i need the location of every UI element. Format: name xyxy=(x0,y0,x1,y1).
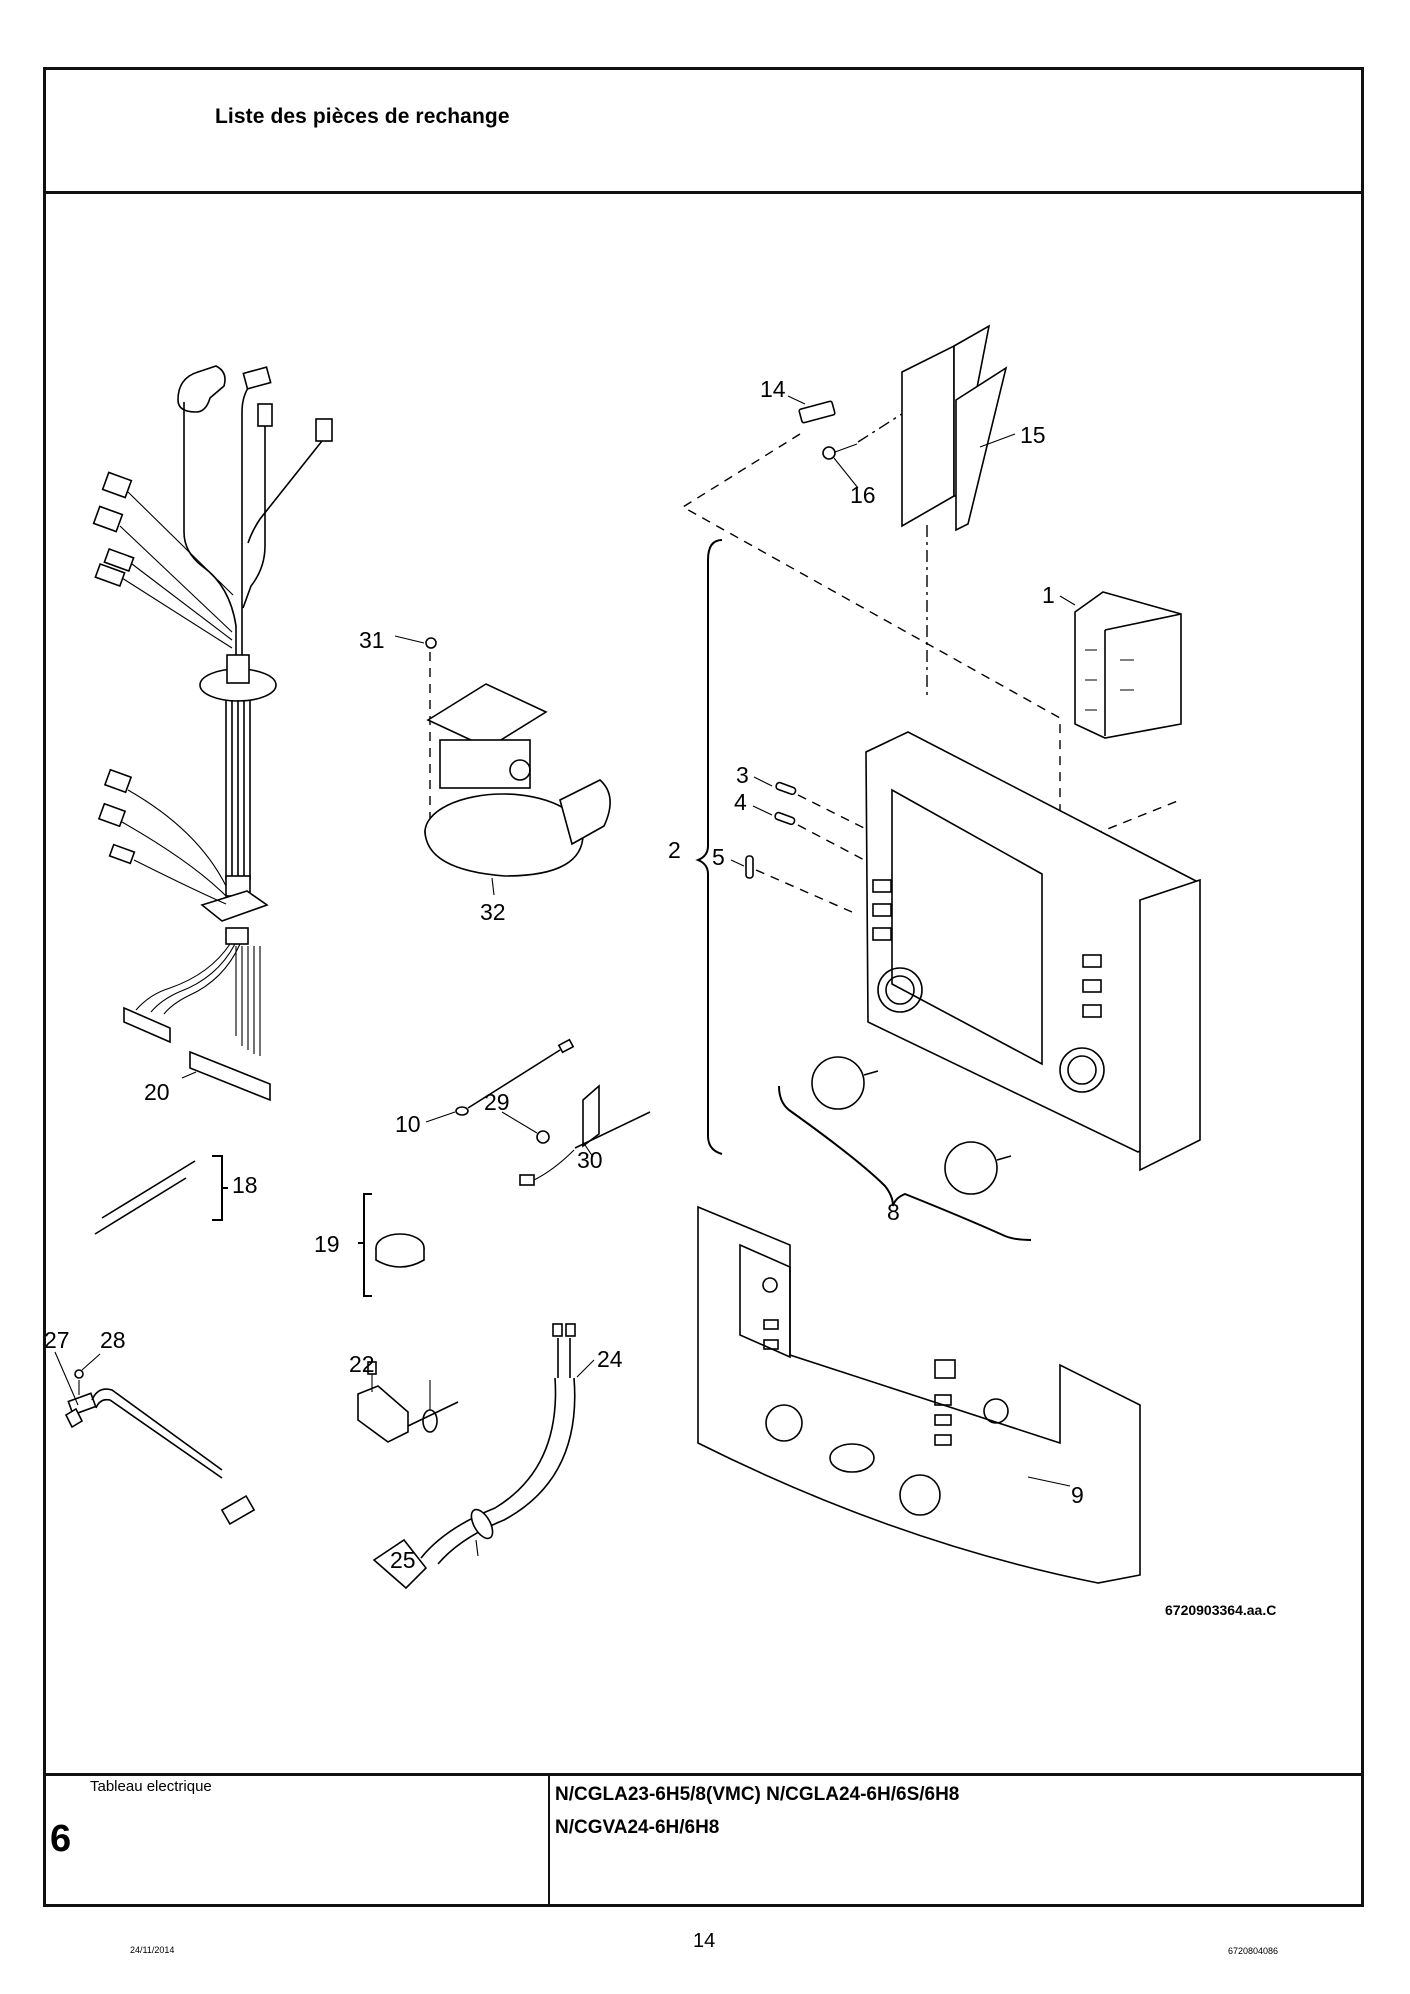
probes-drawing xyxy=(94,1155,228,1235)
brace-2 xyxy=(695,539,723,1155)
fan-drawing xyxy=(394,635,611,896)
connector-block-icon xyxy=(357,1385,409,1443)
screw-icon xyxy=(536,1130,550,1144)
model-line-1: N/CGLA23-6H5/8(VMC) N/CGLA24-6H/6S/6H8 xyxy=(555,1784,960,1805)
header-divider xyxy=(43,191,1364,194)
callout-29: 29 xyxy=(484,1089,510,1115)
grommet-icon xyxy=(470,1508,494,1540)
fuse-icon xyxy=(745,855,754,879)
relay-icon xyxy=(1074,591,1182,739)
page-title: Liste des pièces de rechange xyxy=(215,105,510,128)
clip-icon xyxy=(798,400,836,424)
knob-icon xyxy=(811,1056,865,1110)
wiring-harness-drawing xyxy=(92,365,333,1102)
callout-14: 14 xyxy=(760,376,786,402)
connector-block-drawing xyxy=(357,1361,459,1443)
section-name: Tableau electrique xyxy=(90,1778,212,1795)
callout-labels: 1 2 3 4 5 8 9 10 14 15 16 18 19 20 22 24… xyxy=(44,376,1084,1573)
callout-19: 19 xyxy=(314,1231,340,1257)
brace-8 xyxy=(778,1085,1032,1241)
callout-20: 20 xyxy=(144,1079,170,1105)
ribbon-connector-icon xyxy=(189,1050,271,1102)
pressure-switch-drawing xyxy=(358,1193,425,1297)
callout-4: 4 xyxy=(734,789,747,815)
connector-icon xyxy=(242,366,272,390)
connector-icon xyxy=(519,1174,535,1186)
callout-32: 32 xyxy=(480,899,506,925)
connector-icon xyxy=(92,505,124,533)
control-unit-drawing xyxy=(695,539,1201,1241)
footer-divider xyxy=(43,1773,1364,1776)
fuse-icon xyxy=(775,781,797,796)
callout-1: 1 xyxy=(1042,582,1055,608)
connector-icon xyxy=(315,418,333,442)
callout-30: 30 xyxy=(577,1147,603,1173)
fuse-icon xyxy=(774,811,796,826)
brace-18 xyxy=(212,1155,228,1221)
page-number: 14 xyxy=(693,1930,716,1952)
electrode-drawing xyxy=(425,1038,651,1186)
screw-icon xyxy=(74,1369,84,1379)
callout-16: 16 xyxy=(850,482,876,508)
brace-19 xyxy=(358,1193,372,1297)
connector-icon xyxy=(108,843,136,865)
callout-10: 10 xyxy=(395,1111,421,1137)
elbow-connector-icon xyxy=(177,365,226,413)
callout-22: 22 xyxy=(349,1351,375,1377)
callout-18: 18 xyxy=(232,1172,258,1198)
ring-terminal-icon xyxy=(455,1106,469,1116)
front-panel-drawing xyxy=(697,1205,1141,1584)
callout-27: 27 xyxy=(44,1327,70,1353)
section-number: 6 xyxy=(50,1818,72,1860)
callout-9: 9 xyxy=(1071,1482,1084,1508)
callout-5: 5 xyxy=(712,844,725,870)
callout-8: 8 xyxy=(887,1199,900,1225)
callout-25: 25 xyxy=(390,1547,416,1573)
model-line-2: N/CGVA24-6H/6H8 xyxy=(555,1817,720,1838)
connector-icon xyxy=(97,802,127,828)
callout-2: 2 xyxy=(668,837,681,863)
connector-icon xyxy=(103,547,135,573)
ribbon-connector-icon xyxy=(123,1006,171,1044)
page-frame xyxy=(43,67,1364,1907)
callout-28: 28 xyxy=(100,1327,126,1353)
connector-icon xyxy=(103,768,133,794)
callout-24: 24 xyxy=(597,1346,623,1372)
sensor-cable-drawing xyxy=(54,1351,256,1526)
knob-icon xyxy=(944,1141,998,1195)
connector-icon xyxy=(220,1494,256,1526)
bracket-drawing xyxy=(787,324,1182,739)
callout-3: 3 xyxy=(736,762,749,788)
screw-icon xyxy=(425,637,437,649)
connector-icon xyxy=(101,471,133,499)
screw-icon xyxy=(822,446,836,460)
ignition-cable-drawing xyxy=(372,1323,595,1590)
model-list: N/CGLA23-6H5/8(VMC) N/CGLA24-6H/6S/6H8 N… xyxy=(555,1778,959,1844)
document-number: 6720804086 xyxy=(1228,1946,1279,1956)
connector-icon xyxy=(257,403,273,427)
footer-column-divider xyxy=(548,1775,550,1907)
connector-icon xyxy=(94,562,126,588)
callout-15: 15 xyxy=(1020,422,1046,448)
drawing-reference-id: 6720903364.aa.C xyxy=(1165,1602,1277,1618)
callout-31: 31 xyxy=(359,627,385,653)
print-date: 24/11/2014 xyxy=(130,1945,175,1955)
